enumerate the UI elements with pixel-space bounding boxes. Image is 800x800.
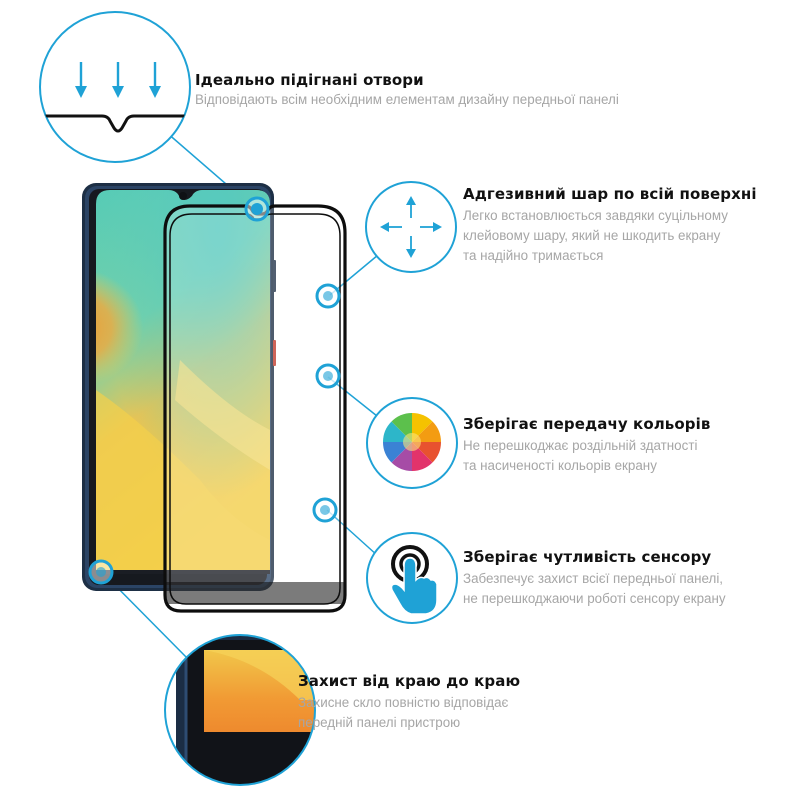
spread-arrows-icon	[365, 181, 457, 273]
hotspot-markers	[88, 196, 341, 585]
hotspot-color	[315, 363, 341, 389]
feature-edge-protection: Захист від краю до краю Захисне скло пов…	[298, 671, 520, 733]
feature-title: Зберігає передачу кольорів	[463, 415, 711, 433]
feature-description: Забезпечує захист всієї передньої панелі…	[463, 571, 726, 606]
phone-device	[82, 183, 276, 591]
hotspot-notch	[244, 196, 270, 222]
feature-description: Не перешкоджає роздільній здатності та н…	[463, 438, 698, 473]
finger-touch-icon	[366, 532, 458, 624]
color-wheel-icon	[366, 397, 458, 489]
feature-touch-sensitivity: Зберігає чутливість сенсору Забезпечує з…	[463, 547, 726, 609]
hotspot-edge	[88, 559, 114, 585]
hotspot-adhesive	[315, 283, 341, 309]
feature-description: Захисне скло повністю відповідає передні…	[298, 695, 509, 730]
feature-title: Ідеально підігнані отвори	[195, 71, 424, 89]
feature-title: Зберігає чутливість сенсору	[463, 548, 712, 566]
screen-edge-zoom-icon	[164, 634, 316, 786]
feature-color-transfer: Зберігає передачу кольорів Не перешкоджа…	[463, 414, 710, 476]
feature-description: Легко встановлюється завдяки суцільному …	[463, 208, 728, 263]
hotspot-touch	[312, 497, 338, 523]
feature-perfect-cutouts: Ідеально підігнані отвори Відповідають в…	[195, 70, 619, 110]
feature-title: Захист від краю до краю	[298, 672, 521, 690]
feature-title: Адгезивний шар по всій поверхні	[463, 185, 757, 203]
feature-description: Відповідають всім необхідним елементам д…	[195, 92, 619, 107]
arrows-down-notch-icon	[39, 11, 191, 163]
phone-screen	[96, 190, 270, 574]
screen-protector	[163, 204, 347, 613]
feature-adhesive-layer: Адгезивний шар по всій поверхні Легко вс…	[463, 184, 757, 266]
